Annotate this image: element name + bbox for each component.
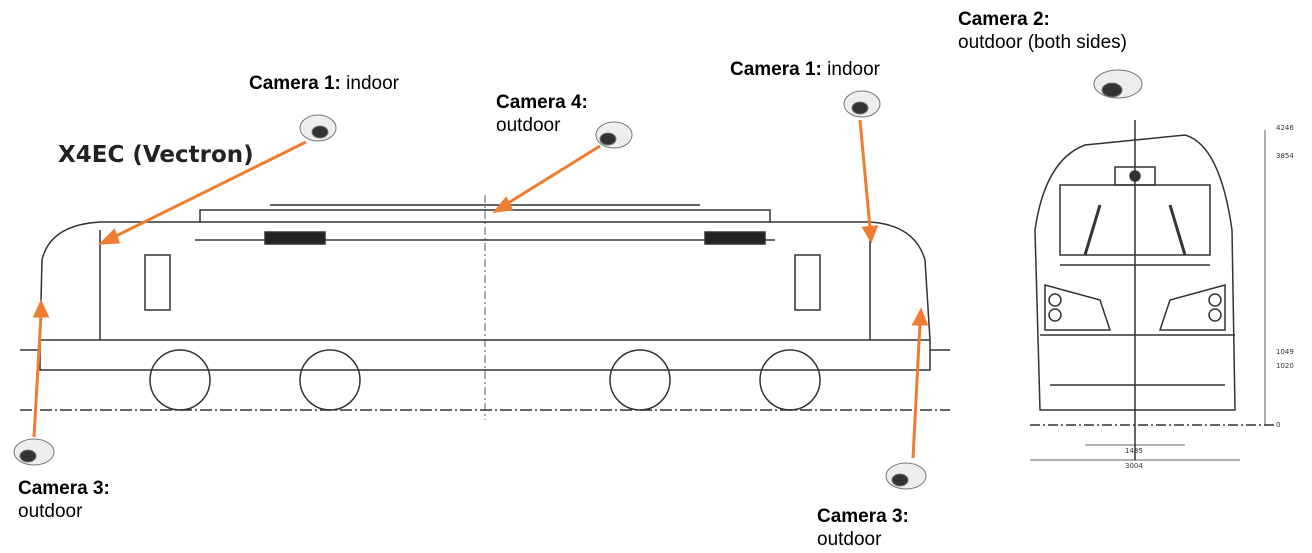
camera-icons xyxy=(13,69,1143,490)
camera-3-right-label: Camera 3:outdoor xyxy=(817,506,909,550)
dim-height-3854: 3854 xyxy=(1276,152,1294,160)
dim-height-1049: 1049 xyxy=(1276,348,1294,356)
camera-1-right-label: Camera 1: indoor xyxy=(730,59,880,80)
camera-icon xyxy=(885,462,927,490)
camera-icon xyxy=(1093,69,1143,99)
dim-height-4246: 4246 xyxy=(1276,124,1294,132)
camera-icon xyxy=(843,90,881,118)
camera-3-left-label: Camera 3:outdoor xyxy=(18,478,110,522)
dim-height-1020: 1020 xyxy=(1276,362,1294,370)
dim-width: 3004 xyxy=(1125,462,1143,470)
camera-icon xyxy=(595,121,633,149)
camera-icon xyxy=(13,438,55,466)
arrows xyxy=(32,119,929,459)
camera-icon xyxy=(299,114,337,142)
dim-height-0: 0 xyxy=(1276,421,1281,429)
dim-gauge: 1435 xyxy=(1125,447,1143,455)
camera-2-label: Camera 2:outdoor (both sides) xyxy=(958,9,1127,53)
locomotive-title: X4EC (Vectron) xyxy=(58,142,254,168)
camera-1-left-label: Camera 1: indoor xyxy=(249,73,399,94)
front-view xyxy=(1030,120,1275,461)
camera-4-label: Camera 4:outdoor xyxy=(496,92,588,136)
side-view xyxy=(20,195,950,420)
